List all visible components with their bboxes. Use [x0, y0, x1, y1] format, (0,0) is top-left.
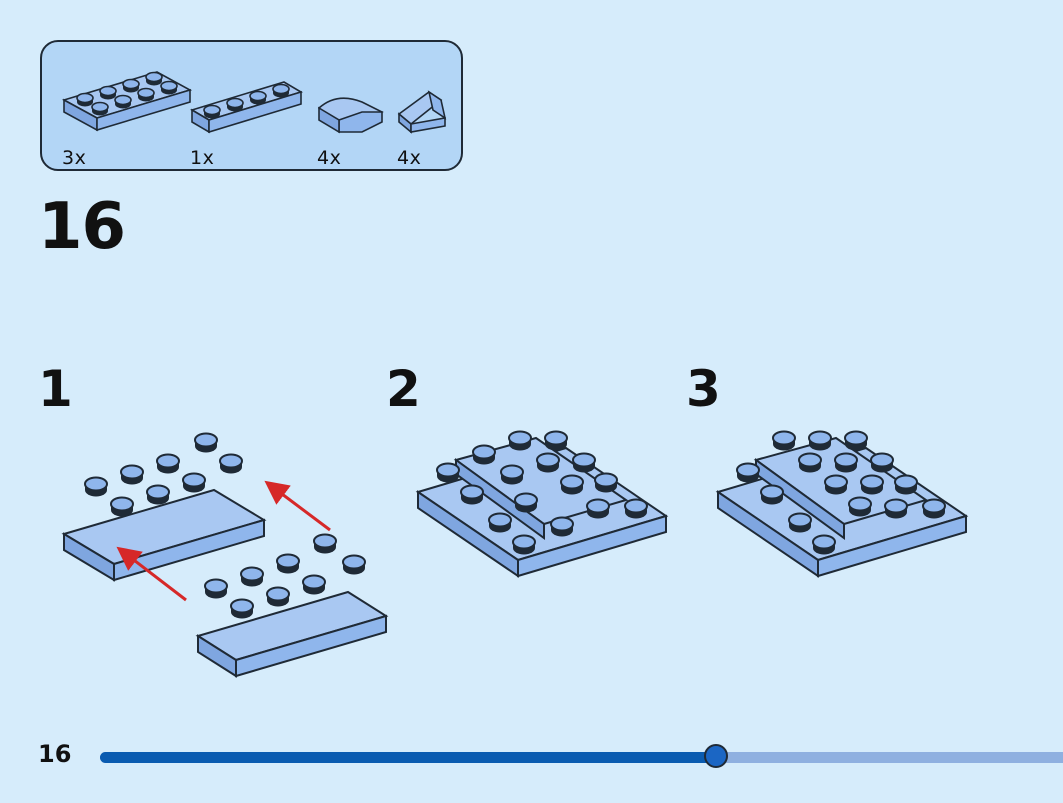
part-slope-brick: 4x — [397, 52, 452, 172]
part-quantity: 1x — [190, 147, 215, 169]
plate-1x4-icon — [190, 81, 303, 134]
substep-number: 1 — [38, 360, 73, 418]
part-quantity: 3x — [62, 147, 87, 169]
progress-bar — [100, 744, 1063, 768]
substep-number: 3 — [686, 360, 721, 418]
step-number: 16 — [38, 190, 126, 264]
part-plate-1x4: 1x — [190, 52, 305, 172]
part-curved-slope: 4x — [317, 52, 392, 172]
curved-slope-icon — [317, 97, 384, 134]
slope-brick-icon — [397, 90, 447, 134]
progress-knob[interactable] — [704, 744, 729, 768]
progress-fill — [100, 752, 717, 763]
part-quantity: 4x — [397, 147, 422, 169]
substep-1-illustration — [61, 432, 389, 678]
substep-number: 2 — [386, 360, 421, 418]
parts-list-box: 3x 1x 4x 4x — [40, 40, 463, 171]
substep-2-illustration — [415, 430, 669, 578]
page-number: 16 — [38, 740, 72, 768]
arrow-icon — [116, 546, 187, 602]
substep-3-illustration — [715, 430, 969, 578]
arrow-icon — [264, 480, 331, 532]
part-plate-2x4: 3x — [61, 52, 193, 172]
part-quantity: 4x — [317, 147, 342, 169]
plate-2x4-icon — [61, 71, 193, 132]
